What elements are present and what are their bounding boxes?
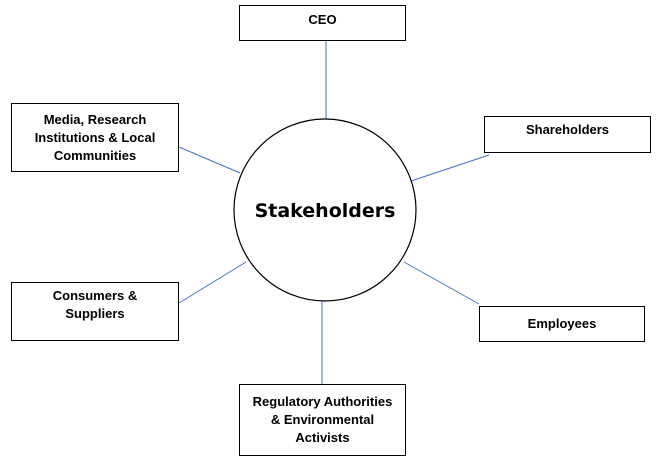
node-media-research-communities: Media, Research Institutions & Local Com… — [11, 103, 179, 172]
node-regulatory-environmental: Regulatory Authorities & Environmental A… — [239, 384, 406, 456]
node-shareholders: Shareholders — [484, 116, 651, 153]
node-employees: Employees — [479, 306, 645, 342]
connector-shareholders — [410, 154, 490, 182]
node-employees-label: Employees — [527, 316, 597, 331]
stakeholders-hub-circle — [233, 118, 417, 302]
connector-consumers — [178, 261, 247, 304]
node-regulatory-label: Regulatory Authorities & Environmental A… — [252, 394, 393, 445]
node-ceo: CEO — [239, 5, 406, 41]
node-ceo-label: CEO — [308, 12, 337, 27]
node-consumers-label: Consumers & Suppliers — [52, 288, 138, 321]
connector-employees — [403, 261, 480, 305]
hub-label: Stakeholders — [254, 200, 396, 222]
node-media-label: Media, Research Institutions & Local Com… — [34, 111, 156, 163]
node-consumers-suppliers: Consumers & Suppliers — [11, 282, 179, 341]
node-shareholders-label: Shareholders — [525, 122, 610, 137]
connector-media — [178, 146, 241, 174]
